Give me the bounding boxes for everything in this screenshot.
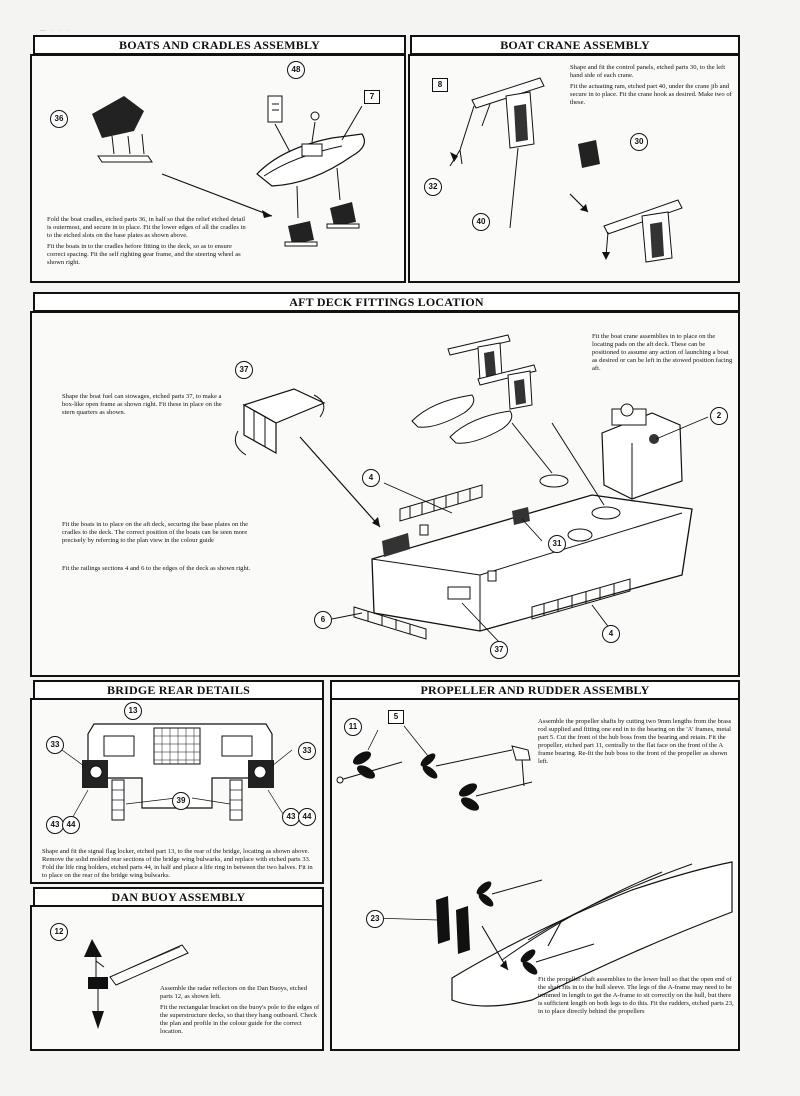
boats-panel: 36 48 7 Fold the boat cradles, etched pa… (30, 54, 406, 283)
crane-paragraph: Shape and fit the control panels, etched… (570, 64, 726, 79)
callout-44-right: 44 (298, 808, 316, 826)
aft-crane-text: Fit the boat crane assemblies in to plac… (592, 333, 733, 372)
aft-boats-text: Fit the boats in to place on the aft dec… (62, 521, 249, 544)
callout-4-upper: 4 (362, 469, 380, 487)
callout-12: 12 (50, 923, 68, 941)
callout-37-stowage: 37 (235, 361, 253, 379)
callout-44-left: 44 (62, 816, 80, 834)
propeller-top-text: Assemble the propeller shafts by cutting… (538, 718, 732, 765)
callout-33-right: 33 (298, 742, 316, 760)
bridge-illustration (61, 723, 293, 823)
callout-11: 11 (344, 718, 362, 736)
aft-section-title: AFT DECK FITTINGS LOCATION (33, 292, 740, 312)
bridge-instructions: Shape and fit the signal flag locker, et… (42, 848, 313, 879)
crane-illustration (449, 77, 683, 263)
danbuoy-panel: 12 Assemble the radar reflectors on the … (30, 905, 324, 1051)
callout-5: 5 (388, 710, 404, 724)
aft-stowage-text: Shape the boat fuel can stowages, etched… (62, 393, 222, 416)
scan-mark: — · · · (40, 28, 71, 34)
propeller-section-title: PROPELLER AND RUDDER ASSEMBLY (330, 680, 740, 700)
crane-instructions: Shape and fit the control panels, etched… (570, 64, 735, 110)
danbuoy-paragraph: Assemble the radar reflectors on the Dan… (160, 985, 308, 1000)
callout-30: 30 (630, 133, 648, 151)
callout-31: 31 (548, 535, 566, 553)
propeller-illustration (336, 725, 733, 1007)
crane-paragraph: Fit the actuating ram, etched part 40, u… (570, 83, 732, 106)
crane-section-title: BOAT CRANE ASSEMBLY (410, 35, 740, 55)
callout-2: 2 (710, 407, 728, 425)
boats-illustration (92, 95, 365, 247)
aft-railings-text: Fit the railings sections 4 and 6 to the… (62, 565, 251, 572)
callout-23: 23 (366, 910, 384, 928)
callout-39: 39 (172, 792, 190, 810)
danbuoy-instructions: Assemble the radar reflectors on the Dan… (160, 985, 320, 1039)
callout-33-left: 33 (46, 736, 64, 754)
callout-6: 6 (314, 611, 332, 629)
callout-13: 13 (124, 702, 142, 720)
callout-8: 8 (432, 78, 448, 92)
callout-37-deck: 37 (490, 641, 508, 659)
boats-paragraph: Fit the boats in to the cradles before f… (47, 243, 241, 266)
aft-deck-illustration (234, 334, 709, 644)
callout-4-lower: 4 (602, 625, 620, 643)
crane-panel: 8 30 32 40 Shape and fit the control pan… (408, 54, 740, 283)
aft-panel: 37 2 4 31 6 37 4 Shape the boat fuel can… (30, 311, 740, 677)
propeller-bottom-text: Fit the propeller shaft assemblies to th… (538, 976, 734, 1015)
danbuoy-paragraph: Fit the rectangular bracket on the buoy'… (160, 1004, 320, 1035)
callout-36: 36 (50, 110, 68, 128)
callout-40: 40 (472, 213, 490, 231)
callout-7: 7 (364, 90, 380, 104)
callout-32: 32 (424, 178, 442, 196)
propeller-panel: 11 5 23 Assemble the propeller shafts by… (330, 698, 740, 1051)
boats-instructions: Fold the boat cradles, etched parts 36, … (47, 216, 247, 270)
boats-paragraph: Fold the boat cradles, etched parts 36, … (47, 216, 246, 239)
callout-48: 48 (287, 61, 305, 79)
boats-section-title: BOATS AND CRADLES ASSEMBLY (33, 35, 406, 55)
bridge-panel: 13 33 33 39 43 44 43 44 Shape and fit th… (30, 698, 324, 884)
danbuoy-section-title: DAN BUOY ASSEMBLY (33, 887, 324, 907)
danbuoy-illustration (84, 939, 189, 1029)
bridge-section-title: BRIDGE REAR DETAILS (33, 680, 324, 700)
